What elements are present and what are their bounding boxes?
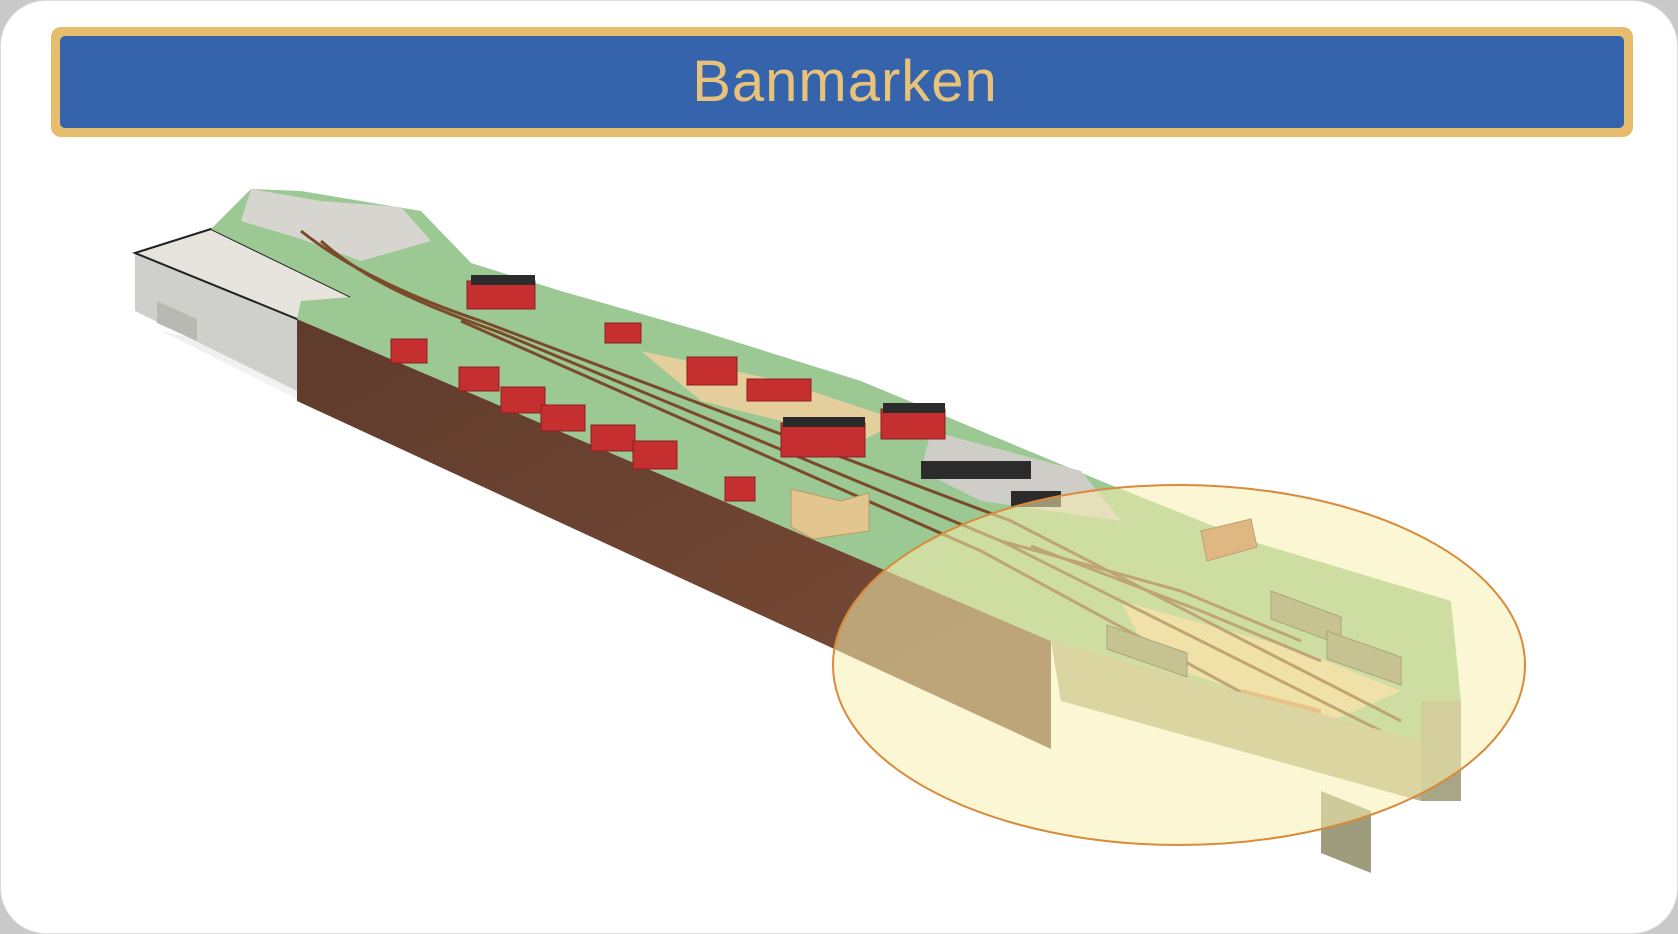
building-red-7 bbox=[724, 476, 756, 502]
title-banner-inner: Banmarken bbox=[60, 36, 1624, 128]
building-red-6 bbox=[632, 440, 678, 470]
roof-dark-1 bbox=[471, 275, 535, 285]
track-main-1 bbox=[300, 229, 1402, 723]
building-red-2 bbox=[458, 366, 500, 392]
roof-dark-3 bbox=[883, 403, 945, 413]
building-red-13 bbox=[466, 280, 536, 310]
dark-roofs bbox=[471, 275, 1061, 507]
building-red-11 bbox=[880, 408, 946, 440]
building-red-4 bbox=[540, 404, 586, 432]
track-main-2 bbox=[319, 239, 1382, 733]
roof-dark-2 bbox=[783, 417, 865, 427]
highlight-ellipse bbox=[832, 484, 1526, 846]
building-red-5 bbox=[590, 424, 636, 452]
title-banner: Banmarken bbox=[51, 27, 1633, 137]
road-area-north bbox=[241, 189, 431, 261]
building-warehouse bbox=[790, 488, 870, 540]
roof-dark-4 bbox=[921, 461, 1031, 479]
left-module-leg bbox=[157, 301, 197, 341]
building-red-12 bbox=[780, 422, 866, 458]
left-module-side bbox=[135, 253, 297, 391]
building-red-8 bbox=[686, 356, 738, 386]
building-red-9 bbox=[746, 378, 812, 402]
red-buildings-row bbox=[390, 280, 946, 502]
page-title: Banmarken bbox=[692, 49, 998, 114]
building-red-10 bbox=[604, 322, 642, 344]
building-red-1 bbox=[390, 338, 428, 364]
building-red-3 bbox=[500, 386, 546, 414]
